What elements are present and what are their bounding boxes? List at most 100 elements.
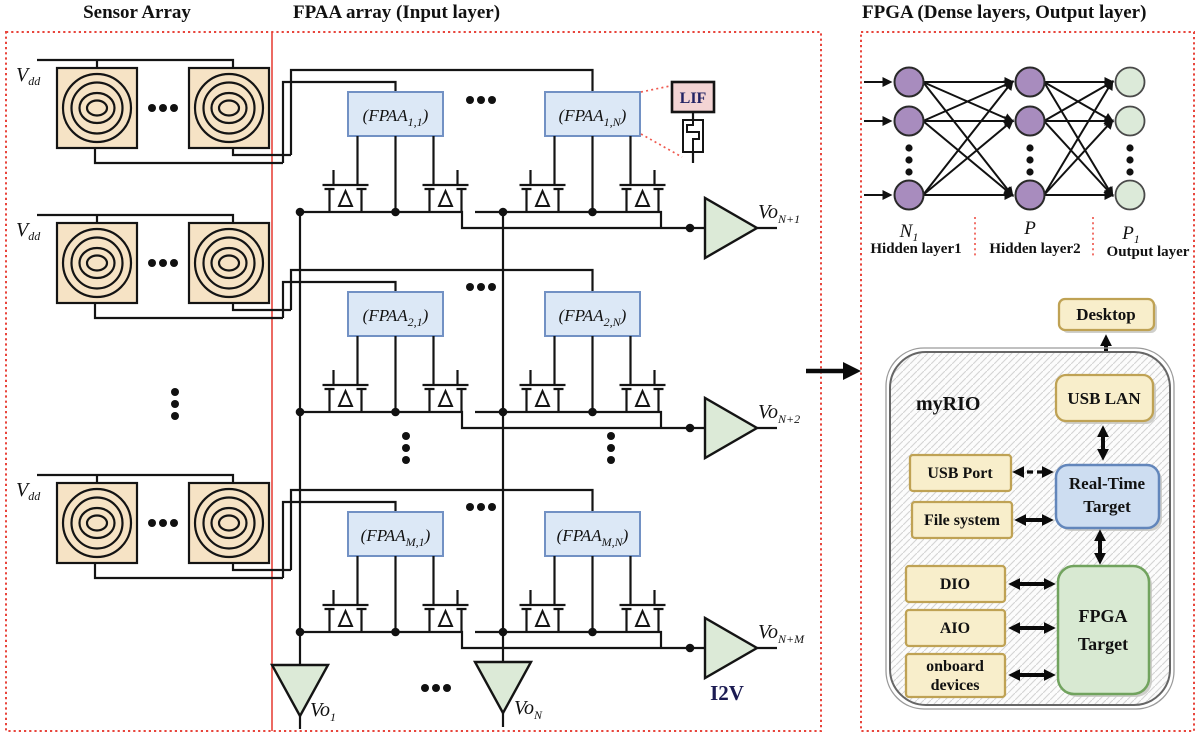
myrio-diagram: Desktop myRIO USB LAN Real-Time Target U… [885, 297, 1175, 710]
sensor-row-m: Vdd [16, 473, 291, 580]
sensor-dots-1 [148, 104, 178, 112]
real-time-target-box [1054, 463, 1161, 530]
sensor-out-wires-1 [93, 148, 291, 165]
sensor-row-2: Vdd [16, 213, 291, 320]
vdd-label-2: Vdd [16, 219, 41, 243]
sensor-1-n [187, 66, 271, 150]
column-amps: Vo1 VoN [269, 660, 543, 729]
sensor-rows-ellipsis [171, 388, 179, 420]
dio-label: DIO [940, 576, 970, 593]
file-system-label: File system [924, 512, 1001, 529]
vo-label-row1: VoN+1 [758, 201, 800, 226]
section-arrow [806, 362, 861, 380]
fpaa-box-m-1 [347, 511, 444, 557]
i2v-amp-col1 [269, 663, 331, 719]
fpaa-array-title: FPAA array (Input layer) [293, 2, 500, 23]
sensor-dots-2 [148, 259, 178, 267]
nn-caption-output: Output layer [1107, 244, 1190, 260]
i2v-amp-row2 [703, 395, 760, 461]
fpaa-dots-rowm [466, 503, 496, 511]
fpaa-dots-row2 [466, 283, 496, 291]
vdd-wire-m [37, 473, 235, 483]
fpaa-label-m-n: (FPAAM,N) [557, 526, 629, 549]
fpaa-box-m-n [544, 511, 641, 557]
nn-input-arrows [864, 77, 893, 200]
sensor-m-1 [55, 481, 139, 565]
neural-network: N1 P P1 Hidden layer1 Hidden layer2 Outp… [864, 66, 1190, 260]
fpaa-dots-row1 [466, 96, 496, 104]
nn-size-label-3: P1 [1121, 223, 1140, 246]
nn-output-layer-nodes [1114, 66, 1146, 211]
vo-label-coln: VoN [514, 697, 543, 722]
aio-label: AIO [940, 620, 970, 637]
fpaa-label-m-1: (FPAAM,1) [361, 526, 431, 549]
vo-label-rowm: VoN+M [758, 621, 805, 646]
rowm-input-bus [281, 488, 594, 578]
usb-port-label: USB Port [927, 465, 993, 482]
row1-input-bus [281, 68, 594, 163]
row1-rail [300, 210, 705, 230]
sensor-dots-m [148, 519, 178, 527]
fpaa-label-2-1: (FPAA2,1) [363, 306, 429, 329]
lif-callout: LIF [640, 80, 716, 163]
row2-box-stems [394, 336, 594, 412]
nn-size-label-2: P [1023, 218, 1036, 239]
fpga-target-box [1056, 564, 1151, 696]
vdd-wire-2 [37, 213, 235, 223]
fpaa-label-2-n: (FPAA2,N) [559, 306, 627, 329]
nn-edges-l1-l2 [922, 77, 1015, 200]
fpaa-row-1: (FPAA1,1) (FPAA1,N) VoN+1 [281, 68, 800, 261]
sensor-2-n [187, 221, 271, 305]
desktop-box [1057, 297, 1156, 332]
dio-box [904, 564, 1007, 604]
rowm-box-stems [394, 556, 594, 632]
i2v-amp-rowm [703, 615, 760, 681]
i2v-label: I2V [710, 681, 744, 705]
fpaa-label-1-n: (FPAA1,N) [559, 106, 627, 129]
sensor-2-1 [55, 221, 139, 305]
fpaa-row-m: (FPAAM,1) (FPAAM,N) VoN+M I2V [281, 488, 805, 705]
lif-box [670, 80, 716, 114]
row2-input-bus [281, 268, 594, 318]
nn-size-label-1: N1 [899, 221, 919, 244]
nn-caption-hidden2: Hidden layer2 [989, 241, 1080, 257]
row2-rail [300, 410, 705, 430]
usb-lan-label: USB LAN [1067, 389, 1141, 408]
fpga-border [860, 31, 1195, 732]
sensor-m-n [187, 481, 271, 565]
output-columns [298, 212, 505, 665]
fpga-label-line1: FPGA [1079, 606, 1128, 626]
lif-label: LIF [680, 90, 707, 107]
vo-label-col1: Vo1 [310, 699, 336, 724]
fpaa-label-1-1: (FPAA1,1) [363, 106, 429, 129]
rowm-rail [300, 630, 705, 650]
usb-lan-box [1054, 373, 1155, 423]
vo-label-row2: VoN+2 [758, 401, 800, 426]
sensor-1-1 [55, 66, 139, 150]
sensor-array-title: Sensor Array [83, 2, 191, 23]
vdd-wire-1 [37, 58, 235, 68]
fpga-title: FPGA (Dense layers, Output layer) [862, 2, 1146, 23]
rt-label-line2: Target [1083, 497, 1131, 516]
sensor-fpaa-border [5, 31, 822, 732]
vdd-label-m: Vdd [16, 479, 41, 503]
sensor-out-wires-m [93, 563, 291, 580]
nn-edges-l2-out [1043, 77, 1115, 200]
vdd-label-1: Vdd [16, 64, 41, 88]
onboard-devices-box [904, 652, 1007, 699]
i2v-amp-coln [472, 660, 534, 716]
file-system-box [910, 500, 1014, 540]
onboard-label-line1: onboard [926, 658, 984, 675]
fpaa-row-2: (FPAA2,1) (FPAA2,N) VoN+2 [281, 268, 800, 461]
desktop-label: Desktop [1076, 305, 1136, 324]
fpaa-rows-ellipsis [402, 432, 615, 464]
fpga-label-line2: Target [1078, 634, 1128, 654]
column-amps-ellipsis [421, 684, 451, 692]
nn-caption-hidden1: Hidden layer1 [870, 241, 961, 257]
sensor-row-1: Vdd [16, 58, 291, 165]
nn-hidden-layer-2-nodes [1014, 66, 1046, 211]
myrio-label: myRIO [916, 393, 980, 415]
myrio-outline-outer [885, 347, 1175, 710]
